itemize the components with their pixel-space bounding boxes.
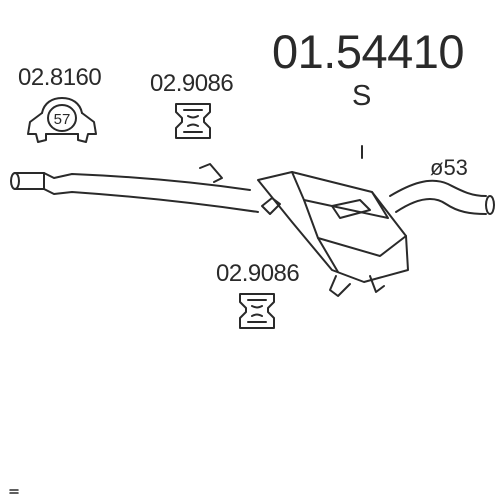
pipe-diameter-label: ø53 [430, 155, 468, 180]
clamp-icon: 57 [27, 97, 97, 143]
exhaust-pipe-icon [10, 163, 259, 213]
muffler-icon [257, 171, 409, 297]
clamp-size-label: 57 [54, 111, 71, 128]
clamp-part-code: 02.8160 [18, 64, 102, 91]
hanger-part-code-top: 02.9086 [150, 70, 234, 97]
part-number: 01.54410 [272, 25, 465, 78]
variant-label: S [352, 80, 372, 112]
exhaust-pipe-icon [361, 145, 495, 215]
rubber-hanger-icon [175, 103, 211, 139]
rubber-hanger-icon [239, 293, 275, 329]
hanger-part-code-bottom: 02.9086 [216, 260, 300, 287]
